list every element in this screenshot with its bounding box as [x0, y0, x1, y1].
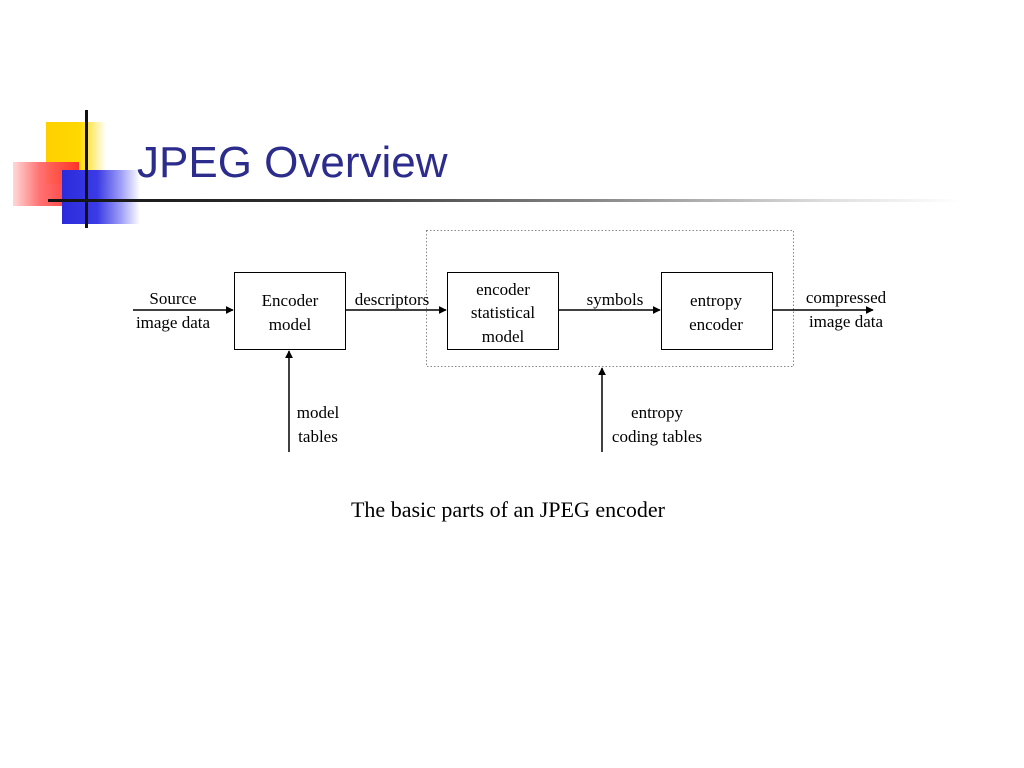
entropy-encoder-box: [661, 272, 773, 350]
entropy-encoder-label-1: entropy: [690, 291, 742, 310]
model-tables-label-1: model: [297, 403, 340, 422]
statistical-model-label-1: encoder: [476, 280, 530, 299]
source-label-1: Source: [149, 289, 196, 308]
statistical-model-box: [447, 272, 559, 350]
entropy-tables-label-2: coding tables: [612, 427, 702, 446]
decor-blue-square: [62, 170, 140, 224]
encoder-model-label-2: model: [269, 315, 312, 334]
model-tables-label-2: tables: [298, 427, 338, 446]
statistical-model-label-3: model: [482, 327, 525, 346]
symbols-label: symbols: [587, 290, 644, 309]
entropy-encoder-label-2: encoder: [689, 315, 743, 334]
source-label-2: image data: [136, 313, 211, 332]
compressed-label-2: image data: [809, 312, 884, 331]
descriptors-label: descriptors: [355, 290, 430, 309]
entropy-coding-group-outline: [426, 230, 794, 367]
compressed-label-1: compressed: [806, 288, 887, 307]
title-underline: [48, 199, 960, 202]
slide-title: JPEG Overview: [137, 138, 448, 187]
entropy-tables-label-1: entropy: [631, 403, 683, 422]
decor-vertical-line: [85, 110, 88, 228]
encoder-model-box: [234, 272, 346, 350]
statistical-model-label-2: statistical: [471, 303, 535, 322]
encoder-model-label-1: Encoder: [262, 291, 319, 310]
diagram-caption: The basic parts of an JPEG encoder: [350, 497, 665, 522]
